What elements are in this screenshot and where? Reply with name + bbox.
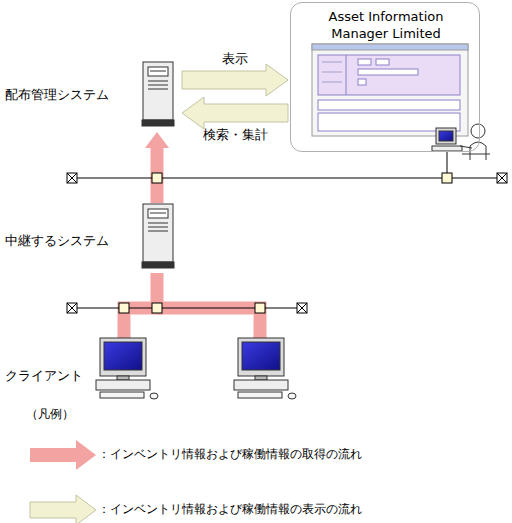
- app-window: Asset Information Manager Limited: [290, 2, 480, 152]
- legend-text: ：インベントリ情報および稼働情報の表示の流れ: [98, 501, 362, 518]
- legend-arrow: [28, 493, 98, 523]
- junction: [119, 173, 452, 313]
- network: [77, 150, 497, 308]
- flow-branch: [157, 308, 260, 338]
- legend-swatch: [30, 495, 96, 523]
- legend-arrow: [28, 438, 98, 472]
- system-node: 配布管理システム: [0, 60, 176, 130]
- system-node: 中継するシステム: [0, 203, 176, 273]
- flow-label: 検索・集計: [203, 126, 268, 143]
- flow-arrow: [182, 64, 288, 96]
- node-label: 中継するシステム: [5, 232, 123, 249]
- flow-arrow: [182, 97, 288, 129]
- legend-swatch: [30, 440, 96, 470]
- user-figure: [432, 124, 490, 160]
- system-node: クライアント: [0, 336, 158, 402]
- node-label: クライアント: [5, 367, 95, 384]
- server-icon: [142, 204, 174, 268]
- server-icon: [142, 62, 174, 126]
- flow-label: 表示: [222, 50, 248, 67]
- screen-mock: [312, 44, 468, 136]
- client-pc: [234, 338, 296, 399]
- legend-row: ：インベントリ情報および稼働情報の取得の流れ: [0, 438, 512, 472]
- legend-heading: （凡例）: [26, 406, 74, 422]
- legend-row: ：インベントリ情報および稼働情報の表示の流れ: [0, 493, 512, 523]
- node-label: 配布管理システム: [5, 86, 123, 103]
- flow-arrow: [145, 132, 169, 203]
- legend-text: ：インベントリ情報および稼働情報の取得の流れ: [98, 446, 362, 463]
- terminator: [67, 173, 507, 313]
- node-label: Asset Information Manager Limited: [311, 8, 461, 42]
- client-pc: [96, 338, 158, 399]
